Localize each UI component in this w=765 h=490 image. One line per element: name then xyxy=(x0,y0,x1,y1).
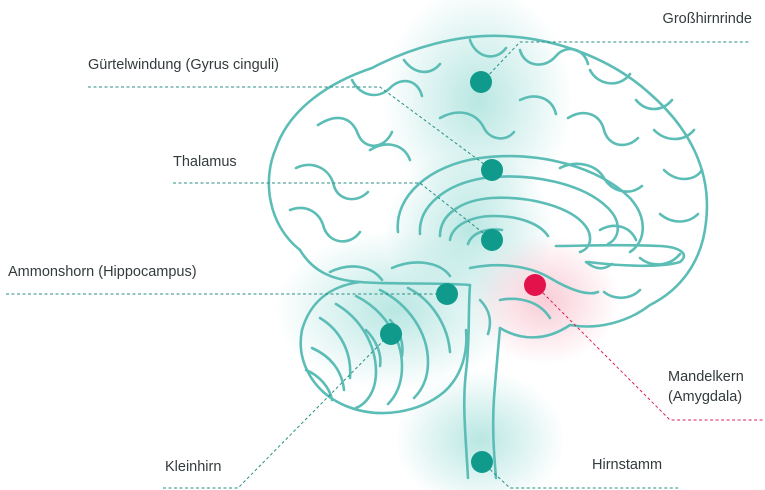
marker-hirnstamm xyxy=(471,451,493,473)
marker-kleinhirn xyxy=(380,323,402,345)
label-grosshirnrinde: Großhirnrinde xyxy=(600,10,752,30)
label-mandelkern: Mandelkern (Amygdala) xyxy=(668,368,744,407)
label-kleinhirn: Kleinhirn xyxy=(165,458,221,478)
marker-ammonshorn xyxy=(436,283,458,305)
marker-thalamus xyxy=(481,229,503,251)
label-guertelwindung: Gürtelwindung (Gyrus cinguli) xyxy=(88,56,279,76)
label-ammonshorn: Ammonshorn (Hippocampus) xyxy=(8,263,197,283)
label-thalamus: Thalamus xyxy=(173,153,237,173)
label-mandelkern-line1: Mandelkern xyxy=(668,368,744,388)
label-hirnstamm: Hirnstamm xyxy=(592,456,662,476)
label-mandelkern-line2: (Amygdala) xyxy=(668,388,744,408)
marker-mandelkern xyxy=(524,274,546,296)
marker-guertelwindung xyxy=(481,159,503,181)
marker-grosshirnrinde xyxy=(470,71,492,93)
